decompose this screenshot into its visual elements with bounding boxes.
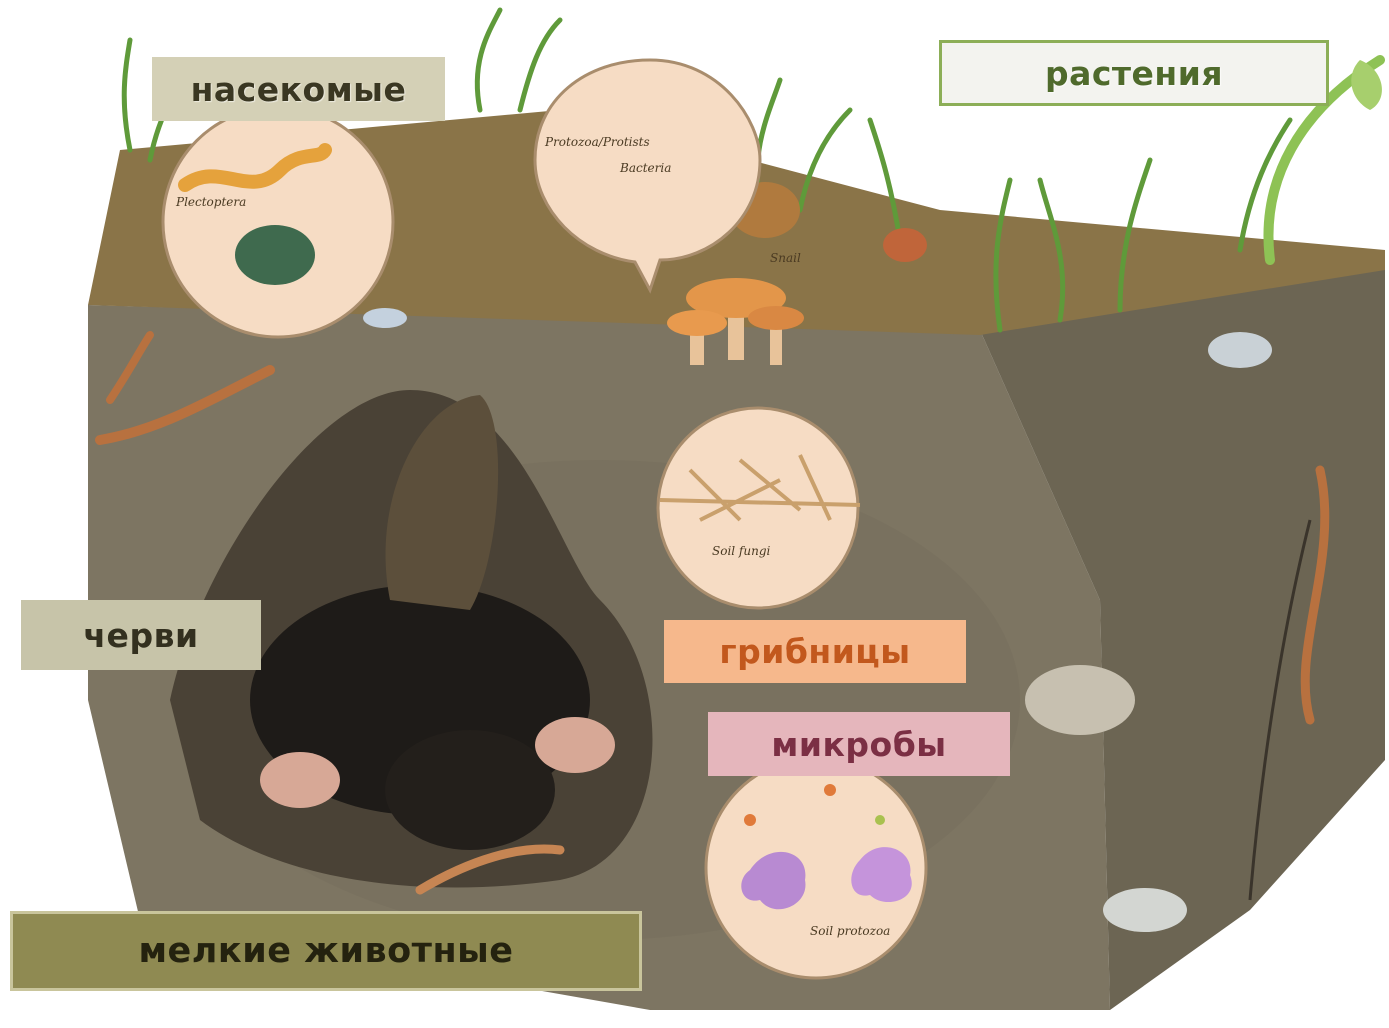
stone-2: [1103, 888, 1187, 932]
label-insects: насекомые: [152, 57, 445, 121]
mole-head: [385, 730, 555, 850]
snail-caption: Snail: [770, 251, 801, 265]
label-plants: растения: [939, 40, 1329, 106]
label-microbes: микробы: [708, 712, 1010, 776]
microbe-dot-1: [744, 814, 756, 826]
acorn: [883, 228, 927, 262]
protozoa-caption: Protozoa/Protists: [544, 135, 650, 149]
insects-circle: [163, 107, 393, 337]
soil-protozoa-caption: Soil protozoa: [810, 924, 890, 938]
label-worms: черви: [21, 600, 261, 670]
stone-3: [1025, 665, 1135, 735]
stone-1: [1208, 332, 1272, 368]
fungi-circle: [658, 408, 858, 608]
microbe-dot-2: [824, 784, 836, 796]
mole-paw-right: [535, 717, 615, 773]
soil-fungi-caption: Soil fungi: [712, 544, 771, 558]
beetle-shape: [235, 225, 315, 285]
mole-paw-left: [260, 752, 340, 808]
bacteria-caption: Bacteria: [619, 161, 671, 175]
microbe-dot-3: [875, 815, 885, 825]
insect-larva-caption: Plectoptera: [175, 195, 246, 209]
label-fungi: грибницы: [664, 620, 966, 683]
stone-4: [363, 308, 407, 328]
label-small-animals: мелкие животные: [10, 911, 642, 991]
